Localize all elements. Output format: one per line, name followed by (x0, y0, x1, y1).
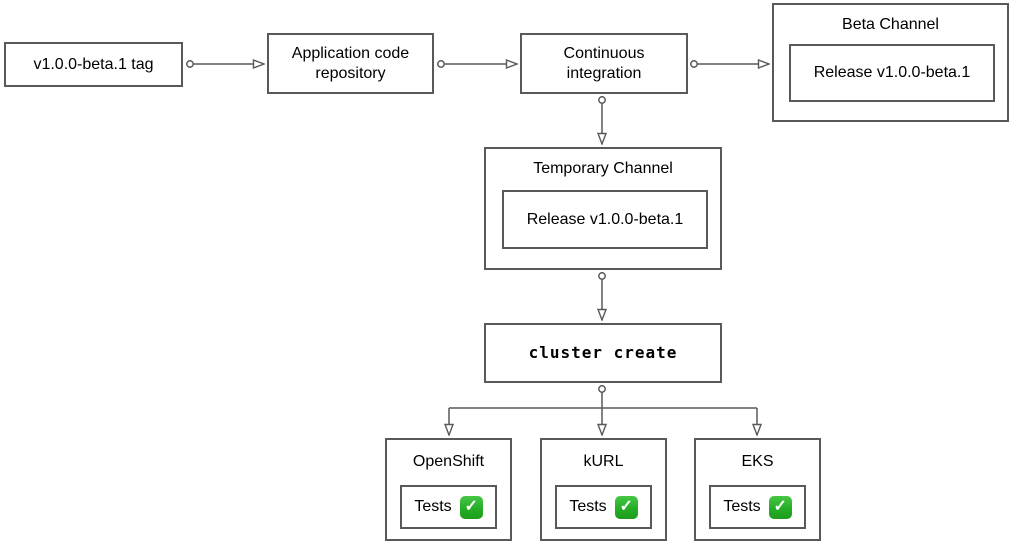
continuous-integration-label: Continuous integration (563, 44, 645, 82)
node-openshift: OpenShift Tests ✓ (385, 438, 512, 541)
temporary-release-label: Release v1.0.0-beta.1 (526, 210, 684, 228)
repository-label: Application code repository (291, 44, 410, 82)
kurl-tests-box: Tests ✓ (555, 485, 652, 529)
kurl-title: kURL (583, 453, 624, 470)
check-mark-button-icon: ✓ (459, 495, 483, 519)
version-tag-label: v1.0.0-beta.1 tag (33, 55, 154, 73)
cluster-create-label: cluster create (528, 343, 678, 362)
check-mark-button-icon: ✓ (768, 495, 792, 519)
openshift-title: OpenShift (412, 453, 485, 470)
check-mark-button-icon: ✓ (614, 495, 638, 519)
eks-tests-label: Tests (723, 498, 761, 515)
beta-channel-release-box: Release v1.0.0-beta.1 (789, 44, 995, 102)
temporary-channel-title: Temporary Channel (533, 160, 673, 177)
node-version-tag: v1.0.0-beta.1 tag (4, 42, 183, 87)
node-continuous-integration: Continuous integration (520, 33, 688, 94)
node-kurl: kURL Tests ✓ (540, 438, 667, 541)
node-beta-channel: Beta Channel Release v1.0.0-beta.1 (772, 3, 1009, 122)
beta-release-label: Release v1.0.0-beta.1 (813, 64, 971, 81)
kurl-tests-label: Tests (569, 498, 607, 515)
beta-channel-title: Beta Channel (842, 16, 939, 33)
openshift-tests-box: Tests ✓ (400, 485, 497, 529)
temporary-channel-release-box: Release v1.0.0-beta.1 (502, 190, 708, 249)
node-application-code-repository: Application code repository (267, 33, 434, 94)
eks-title: EKS (741, 453, 774, 470)
eks-tests-box: Tests ✓ (709, 485, 806, 529)
node-eks: EKS Tests ✓ (694, 438, 821, 541)
node-temporary-channel: Temporary Channel Release v1.0.0-beta.1 (484, 147, 722, 270)
openshift-tests-label: Tests (414, 498, 452, 515)
node-cluster-create-command: cluster create (484, 323, 722, 383)
